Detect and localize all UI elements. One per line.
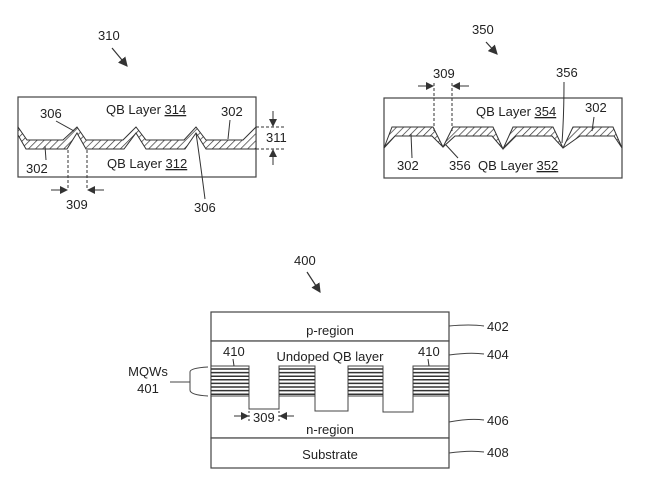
leader-line [448,418,485,423]
figure-350: 350 QB Layer 354 QB Layer 352 309 356 30… [383,22,623,179]
layer-354-label: QB Layer 354 [476,104,556,119]
label-402: 402 [487,319,509,334]
leader-line [427,358,430,367]
p-region-layer [210,311,450,342]
layer-312-label: QB Layer 312 [107,156,187,171]
label-302: 302 [26,161,48,176]
ref-arrow [111,47,128,67]
label-302: 302 [397,158,419,173]
figure-400: 400 p-region Undoped QB layer n-region S… [128,253,509,469]
label-356: 356 [449,158,471,173]
leader-line [410,133,413,159]
ref-400: 400 [294,253,316,268]
leader-line [44,145,47,161]
leader-line [561,81,565,144]
leader-line [445,144,459,159]
mqw-stacks [210,365,450,397]
label-404: 404 [487,347,509,362]
mqw-stack [278,365,316,397]
mqws-label: MQWs [128,364,168,379]
quantum-well-hatched [383,126,623,151]
label-306: 306 [40,106,62,121]
leader-line [195,132,206,200]
label-302: 302 [221,104,243,119]
figure-310: 310 QB Layer 314 QB Layer 312 306 302 30… [17,28,287,215]
substrate-label: Substrate [302,447,358,462]
label-410: 410 [418,344,440,359]
mqws-number: 401 [137,381,159,396]
ref-350: 350 [472,22,494,37]
ref-310: 310 [98,28,120,43]
leader-line [227,119,231,140]
label-309: 309 [253,410,275,425]
ref-arrow [306,271,321,294]
leader-line [232,358,235,367]
undoped-qb-n-region [210,340,450,439]
leader-line [448,352,485,356]
label-302: 302 [585,100,607,115]
leader-line [448,450,485,454]
label-309: 309 [66,197,88,212]
label-406: 406 [487,413,509,428]
qb-layer-box [17,96,257,178]
label-306: 306 [194,200,216,215]
leader-line [55,120,75,132]
label-356: 356 [556,65,578,80]
n-region-label: n-region [306,422,354,437]
mqw-stack [412,365,450,397]
leader-line [448,324,485,327]
label-311: 311 [266,130,287,145]
substrate-layer [210,437,450,469]
undoped-qb-label: Undoped QB layer [277,349,385,364]
mqw-stack [210,365,250,397]
qb-layer-box [383,97,623,179]
leader-line [591,116,595,132]
layer-314-label: QB Layer 314 [106,102,186,117]
mqws-brace [170,366,209,397]
ref-arrow [485,41,498,55]
label-309: 309 [433,66,455,81]
p-region-label: p-region [306,323,354,338]
label-408: 408 [487,445,509,460]
quantum-well-hatched [17,125,257,150]
layer-352-label: QB Layer 352 [478,158,558,173]
mqw-stack [347,365,384,397]
label-410: 410 [223,344,245,359]
